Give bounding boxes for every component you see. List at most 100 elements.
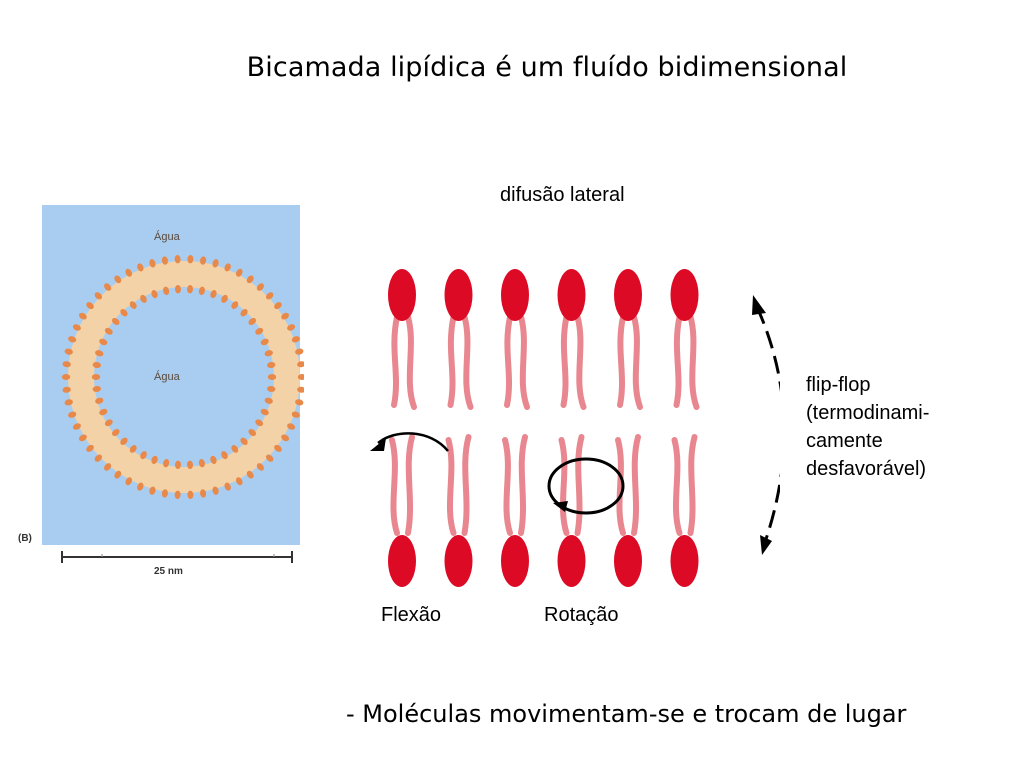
outer-lipid-head	[86, 302, 94, 310]
inner-lipid-head	[231, 301, 239, 309]
outer-lipid-head	[94, 292, 103, 300]
outer-lipid-head	[274, 444, 282, 452]
bottom-lipid-head	[614, 535, 642, 587]
outer-lipid-head	[256, 463, 264, 471]
lipid-molecules	[388, 269, 700, 587]
top-lipid-head	[388, 269, 416, 321]
outer-lipid-head	[78, 312, 87, 320]
flip-flop-line-2: (termodinami-	[806, 402, 930, 424]
outer-lipid-head	[246, 275, 254, 284]
rotation-arrow	[547, 457, 625, 515]
outer-lipid-head	[61, 374, 71, 380]
lipid-tail	[405, 314, 417, 410]
outer-lipid-head	[281, 312, 290, 320]
inner-lipid-head	[99, 338, 108, 346]
inner-lipid-head	[198, 286, 205, 295]
inner-lipid-head	[210, 455, 217, 465]
bottom-lipid-head	[557, 535, 586, 587]
inner-lipid-head	[240, 308, 248, 317]
inner-lipid-head	[111, 429, 120, 437]
inner-lipid-head	[111, 317, 120, 325]
lipid-tail	[558, 437, 570, 536]
flip-flop-label: flip-flop (termodinami- camente desfavor…	[806, 371, 929, 483]
outer-lipid-head	[200, 256, 207, 265]
inner-lipid-head	[91, 374, 101, 380]
inner-lipid-head	[264, 397, 273, 404]
outer-lipid-head	[62, 361, 71, 368]
inner-lipid-head	[163, 286, 170, 295]
outer-lipid-head	[287, 324, 296, 331]
outer-lipid-head	[174, 490, 181, 500]
lipid-tail	[687, 314, 700, 410]
bottom-lipid-head	[670, 535, 699, 587]
outer-lipid-head	[62, 386, 71, 393]
lipid-vesicle	[61, 254, 304, 500]
outer-lipid-head	[287, 423, 296, 430]
outer-lipid-head	[137, 263, 144, 272]
inner-lipid-head	[129, 301, 137, 309]
lipid-tail	[687, 434, 698, 536]
outer-lipid-head	[265, 292, 274, 300]
inner-lipid-head	[151, 289, 158, 299]
rotation-label: Rotação	[544, 604, 619, 626]
outer-lipid-head	[64, 399, 73, 406]
slide-title: Bicamada lipídica é um fluído bidimensio…	[246, 52, 848, 83]
inner-lipid-head	[99, 408, 108, 416]
footer-text: - Moléculas movimentam-se e trocam de lu…	[346, 700, 907, 728]
top-lipid-head	[501, 269, 529, 321]
lateral-diffusion-label: difusão lateral	[500, 184, 625, 206]
outer-lipid-head	[72, 423, 81, 430]
outer-lipid-head	[187, 490, 194, 500]
inner-lipid-head	[210, 289, 217, 299]
bottom-lipid-head	[501, 535, 529, 587]
outer-lipid-head	[291, 336, 300, 343]
lipid-bilayer-diagram	[370, 269, 780, 587]
top-lipid-head	[614, 269, 642, 321]
flip-flop-line-1: flip-flop	[806, 374, 871, 396]
outer-lipid-head	[64, 348, 73, 355]
inner-lipid-head	[186, 460, 194, 469]
vesicle-inner-water-label: Água	[154, 371, 180, 383]
outer-lipid-head	[212, 486, 219, 495]
inner-lipid-head	[248, 317, 257, 325]
inner-lipid-head	[92, 385, 102, 393]
inner-lipid-head	[140, 451, 147, 460]
inner-lipid-head	[129, 445, 137, 453]
outer-lipid-head	[235, 268, 243, 277]
lipid-tail	[518, 314, 530, 410]
outer-lipid-head	[297, 374, 304, 380]
inner-lipid-head	[255, 327, 264, 335]
top-lipid-head	[557, 269, 586, 321]
lipid-tail	[391, 314, 400, 408]
inner-lipid-head	[231, 445, 239, 453]
outer-lipid-head	[78, 434, 87, 442]
lipid-tail	[447, 314, 457, 408]
flexion-label: Flexão	[381, 604, 442, 626]
outer-lipid-head	[68, 411, 77, 418]
bottom-lipid-head	[444, 535, 473, 587]
outer-lipid-head	[114, 470, 122, 479]
inner-lipid-head	[174, 285, 182, 294]
outer-lipid-head	[161, 489, 168, 498]
outer-lipid-head	[174, 254, 181, 264]
inner-lipid-head	[120, 437, 128, 446]
vesicle-figure: Água Água (B) 25 nm	[14, 205, 304, 585]
inner-lipid-head	[163, 459, 170, 468]
inner-lipid-head	[104, 419, 113, 427]
outer-lipid-head	[281, 434, 290, 442]
lipid-tail	[574, 434, 585, 536]
outer-lipid-head	[86, 444, 94, 452]
lipid-tail	[405, 434, 415, 536]
outer-lipid-head	[224, 482, 231, 491]
lipid-tail	[461, 314, 474, 410]
panel-label: (B)	[18, 533, 32, 544]
inner-lipid-head	[151, 455, 158, 465]
inner-lipid-head	[95, 350, 104, 357]
outer-lipid-head	[274, 302, 282, 310]
lipid-tail	[560, 314, 570, 408]
inner-lipid-head	[248, 429, 257, 437]
outer-lipid-head	[149, 259, 156, 268]
inner-lipid-head	[186, 285, 194, 294]
lipid-tail	[631, 434, 641, 536]
scale-label: 25 nm	[154, 566, 183, 577]
